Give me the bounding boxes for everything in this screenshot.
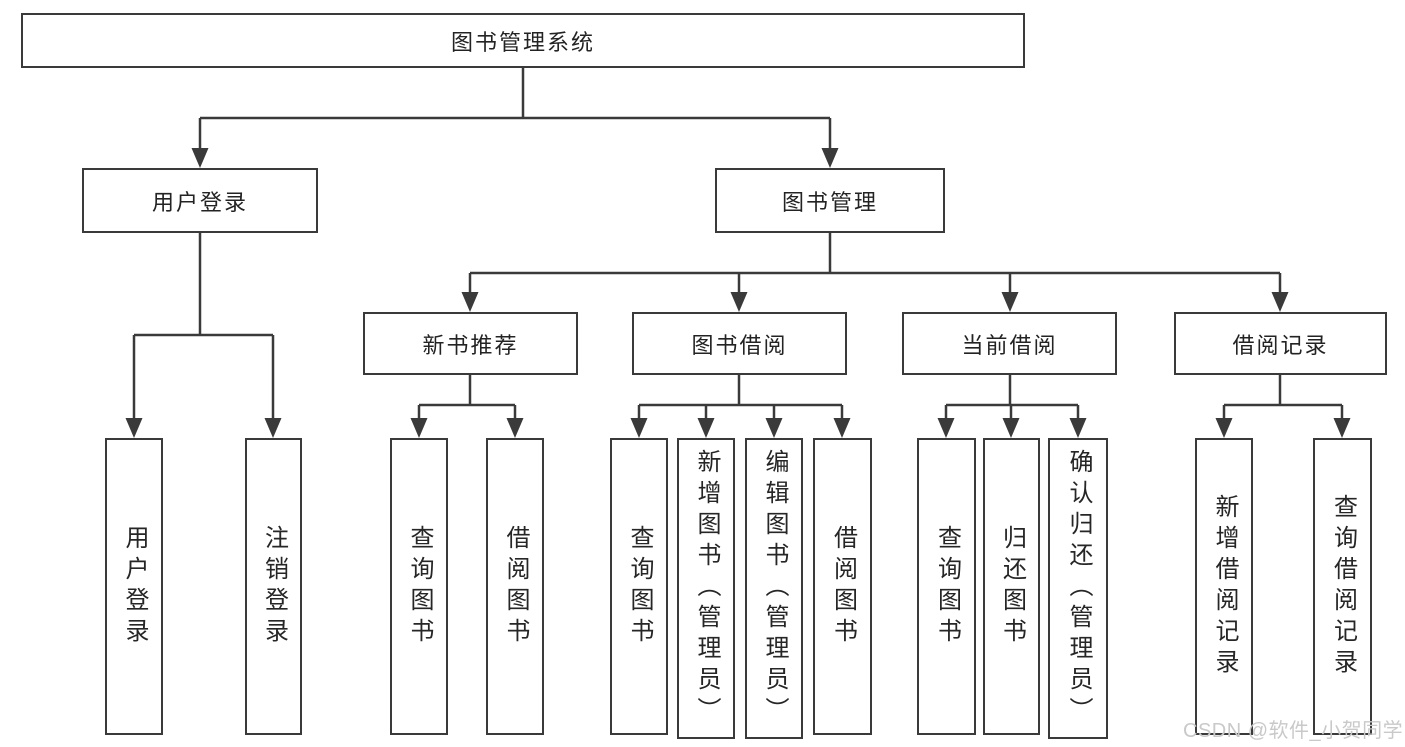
leaf-query-book-3: 查询图书 [917, 438, 976, 735]
leaf-add-book-admin: 新增图书（管理员） [677, 438, 735, 739]
leaf-borrow-book-1: 借阅图书 [486, 438, 544, 735]
node-book-management: 图书管理 [715, 168, 945, 233]
leaf-borrow-book-2: 借阅图书 [813, 438, 872, 735]
leaf-edit-book-admin: 编辑图书（管理员） [745, 438, 803, 739]
leaf-confirm-return-admin: 确认归还（管理员） [1048, 438, 1108, 739]
leaf-query-borrow-record: 查询借阅记录 [1313, 438, 1372, 735]
leaf-add-borrow-record: 新增借阅记录 [1195, 438, 1253, 735]
node-book-borrow: 图书借阅 [632, 312, 847, 375]
leaf-query-book-2: 查询图书 [610, 438, 668, 735]
node-user-login: 用户登录 [82, 168, 318, 233]
node-borrow-record: 借阅记录 [1174, 312, 1387, 375]
csdn-watermark: CSDN @软件_小贺同学 [1183, 720, 1404, 742]
node-new-book-recommend: 新书推荐 [363, 312, 578, 375]
node-current-borrow: 当前借阅 [902, 312, 1117, 375]
leaf-logout: 注销登录 [245, 438, 302, 735]
leaf-user-login: 用户登录 [105, 438, 163, 735]
leaf-return-book: 归还图书 [983, 438, 1040, 735]
node-library-management-system: 图书管理系统 [21, 13, 1025, 68]
leaf-query-book-1: 查询图书 [390, 438, 448, 735]
